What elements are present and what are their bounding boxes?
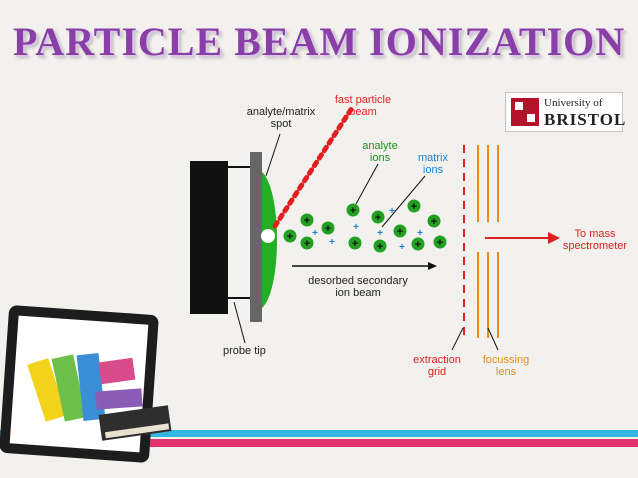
analyte-ion: + (393, 224, 407, 238)
footer-stripes (0, 428, 638, 478)
focussing-lens-label: focussing lens (482, 354, 530, 378)
svg-text:+: + (375, 212, 381, 224)
svg-text:+: + (397, 226, 403, 238)
analyte-leader (355, 163, 379, 205)
book-pink (98, 357, 136, 385)
svg-text:+: + (287, 231, 293, 243)
analyte-ion: + (283, 229, 297, 243)
analyte-ion: + (411, 237, 425, 251)
matrix-ions: + + + + + + + (312, 206, 423, 253)
svg-text:+: + (304, 238, 310, 250)
probe-tip-label: probe tip (223, 345, 266, 357)
matrix-ion: + (353, 222, 359, 233)
particle-beam (272, 105, 355, 229)
analyte-ion: + (371, 210, 385, 224)
probe-plate (250, 152, 262, 322)
book-dark-pages (104, 423, 170, 439)
svg-text:+: + (325, 223, 331, 235)
matrix-ion: + (377, 228, 383, 239)
matrix-leader (381, 175, 426, 228)
book-purple (95, 388, 143, 410)
crest-icon (511, 98, 539, 126)
matrix-ion: + (399, 242, 405, 253)
logo-line2: BRISTOL (544, 110, 627, 129)
svg-text:+: + (352, 238, 358, 250)
book-yellow (27, 358, 67, 422)
analyte-ion: + (373, 239, 387, 253)
matrix-ion: + (329, 237, 335, 248)
mass-arrow-head (548, 232, 560, 244)
book-green (51, 354, 87, 422)
university-logo: University of BRISTOL (505, 92, 627, 132)
svg-text:+: + (437, 237, 443, 249)
analyte-ion: + (407, 199, 421, 213)
matrix-ion: + (389, 206, 395, 217)
svg-text:+: + (431, 216, 437, 228)
svg-text:+: + (350, 205, 356, 217)
svg-text:+: + (304, 215, 310, 227)
spot-label: analyte/matrix spot (246, 106, 316, 130)
page-title: PARTICLE BEAM IONIZATION (12, 19, 626, 64)
analyte-ions: + + + + + + + + + + + + + (283, 199, 447, 253)
analyte-ion: + (300, 236, 314, 250)
spot-leader (265, 133, 281, 177)
analyte-ion: + (346, 203, 360, 217)
matrix-ion: + (417, 228, 423, 239)
analyte-ion: + (300, 213, 314, 227)
tablet-books-illustration (0, 305, 172, 463)
mass-spectrometer-label: To mass spectrometer (562, 228, 628, 252)
analyte-ion: + (348, 236, 362, 250)
svg-text:+: + (411, 201, 417, 213)
probe-leader (233, 301, 246, 344)
analyte-ion: + (427, 214, 441, 228)
matrix-ion: + (312, 228, 318, 239)
matrix-ions-label: matrix ions (418, 152, 448, 176)
extraction-grid-label: extraction grid (413, 354, 461, 378)
lens-leader (487, 327, 499, 351)
focussing-lens (477, 145, 499, 338)
svg-text:+: + (415, 239, 421, 251)
impact-point (261, 229, 275, 243)
beam-label: fast particle beam (334, 94, 392, 118)
logo-line1: University of (544, 97, 603, 109)
probe-tip-block (190, 161, 228, 314)
secondary-beam-head (428, 262, 437, 270)
analyte-ion: + (433, 235, 447, 249)
analyte-ions-label: analyte ions (362, 140, 398, 164)
grid-leader (451, 327, 464, 351)
secondary-beam-label: desorbed secondary ion beam (308, 275, 408, 299)
analyte-ion: + (321, 221, 335, 235)
svg-text:+: + (377, 241, 383, 253)
